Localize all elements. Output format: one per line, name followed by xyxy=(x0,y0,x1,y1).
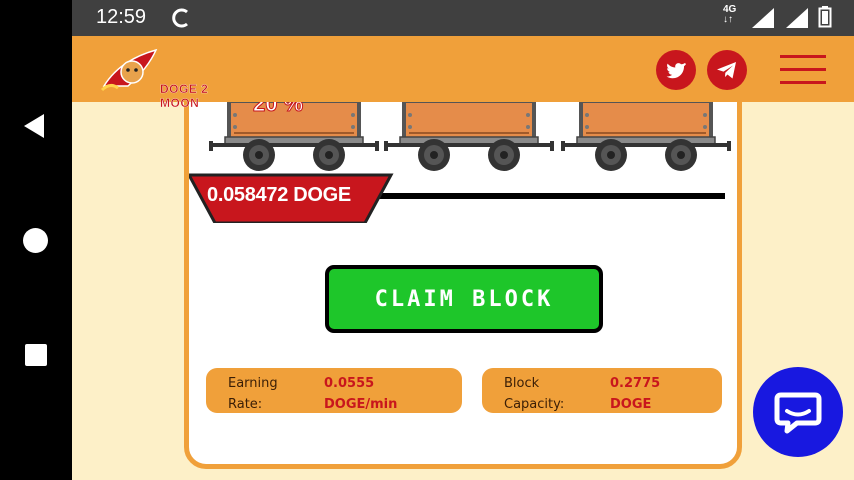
earning-rate-label: Earning Rate: xyxy=(228,376,278,412)
mining-progress-track xyxy=(374,193,725,199)
network-type: 4G ↓↑ xyxy=(723,4,737,25)
chat-button[interactable] xyxy=(753,367,843,457)
telegram-button[interactable] xyxy=(707,50,747,90)
hamburger-menu-icon[interactable] xyxy=(780,55,826,87)
earning-rate-card: Earning Rate: 0.0555 DOGE/min xyxy=(206,368,462,413)
home-icon[interactable] xyxy=(23,228,48,253)
back-icon[interactable] xyxy=(22,113,48,139)
mined-amount: 0.058472 DOGE xyxy=(207,184,351,206)
block-capacity-card: Block Capacity: 0.2775 DOGE xyxy=(482,368,722,413)
logo-text: DOGE 2 MOON xyxy=(160,82,209,110)
status-time: 12:59 xyxy=(96,6,147,28)
signal-icon xyxy=(752,8,774,28)
status-bar: 12:59 4G ↓↑ xyxy=(72,0,854,36)
signal-icon xyxy=(786,8,808,28)
battery-icon xyxy=(818,6,832,28)
chat-bubble-icon xyxy=(774,392,822,434)
claim-block-button[interactable]: CLAIM BLOCK xyxy=(325,265,603,333)
android-nav-bar xyxy=(0,0,72,480)
twitter-button[interactable] xyxy=(656,50,696,90)
block-capacity-label: Block Capacity: xyxy=(504,376,565,412)
site-logo[interactable]: DOGE 2 MOON xyxy=(100,46,240,110)
recents-icon[interactable] xyxy=(25,344,47,366)
mining-panel: 20 % 0.058472 DOGE CLAIM BLOCK Earning R… xyxy=(184,60,742,469)
earning-rate-value: 0.0555 DOGE/min xyxy=(324,376,398,412)
sync-icon xyxy=(172,8,188,28)
site-header: DOGE 2 MOON xyxy=(72,36,854,110)
twitter-icon xyxy=(666,63,686,79)
rocket-logo-icon xyxy=(100,48,158,92)
block-capacity-value: 0.2775 DOGE xyxy=(610,376,661,412)
mined-amount-badge xyxy=(189,173,394,223)
telegram-icon xyxy=(717,62,736,79)
claim-block-label: CLAIM BLOCK xyxy=(374,286,554,312)
